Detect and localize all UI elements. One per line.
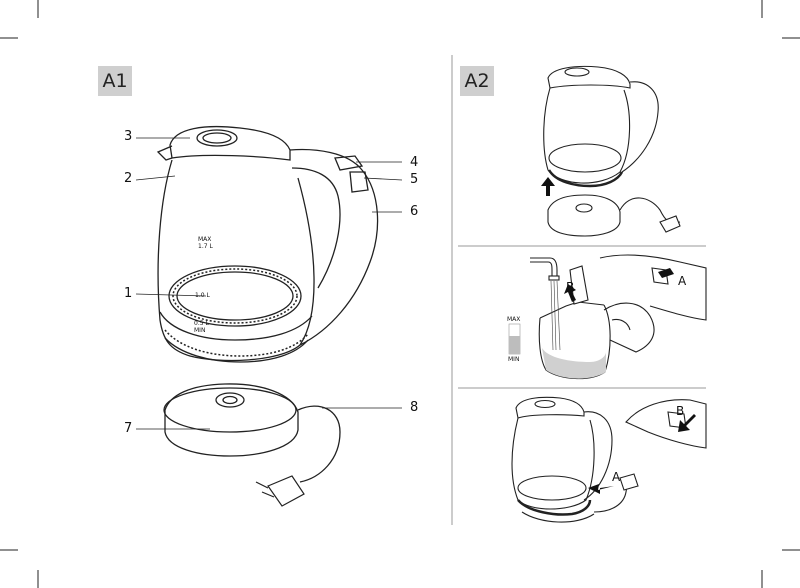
- mark-mid-volume: 1.0 L: [195, 292, 210, 299]
- callout-1: 1: [124, 286, 133, 301]
- step2-label-a: A: [678, 274, 687, 288]
- callout-6: 6: [410, 204, 419, 219]
- mark-max-volume: 1.7 L: [198, 243, 213, 250]
- callout-lines: [135, 137, 403, 430]
- water-stream: [550, 280, 561, 351]
- base-rim-dots: [164, 329, 309, 357]
- power-cord: [297, 405, 341, 483]
- panel-a2-badge: A2: [460, 66, 494, 96]
- arrow-a-icon: [658, 268, 674, 278]
- a2-step1-base: [547, 194, 621, 237]
- kettle-body: [156, 125, 379, 363]
- a2-step1-kettle: [543, 65, 659, 188]
- callout-2: 2: [124, 171, 133, 186]
- gauge-max-label: MAX: [507, 316, 521, 323]
- callout-7: 7: [124, 421, 133, 436]
- callout-5: 5: [410, 172, 419, 187]
- power-base: [163, 383, 299, 457]
- arrow-b2-icon: [678, 414, 696, 432]
- arrow-up-icon: [541, 177, 555, 196]
- mark-max: MAX: [198, 236, 212, 243]
- callout-4: 4: [410, 155, 419, 170]
- step3-label-b: B: [676, 404, 685, 418]
- callout-3: 3: [124, 129, 133, 144]
- arrow-a2-icon: [588, 484, 614, 494]
- step2-label-b: B: [566, 280, 575, 294]
- arrow-b-icon: [564, 284, 576, 302]
- a2-step3-kettle: [511, 396, 707, 523]
- mark-min: MIN: [194, 327, 206, 334]
- mark-min-volume: 0.5 L: [194, 320, 209, 327]
- plug: [255, 475, 305, 507]
- heating-element-ring: [172, 268, 298, 324]
- gauge-fill: [509, 336, 520, 354]
- panel-a1-badge: A1: [98, 66, 132, 96]
- a2-step1-plug: [659, 215, 681, 233]
- step3-label-a: A: [612, 470, 621, 484]
- gauge-min-label: MIN: [508, 356, 520, 363]
- water-fill: [542, 348, 606, 379]
- callout-8: 8: [410, 400, 419, 415]
